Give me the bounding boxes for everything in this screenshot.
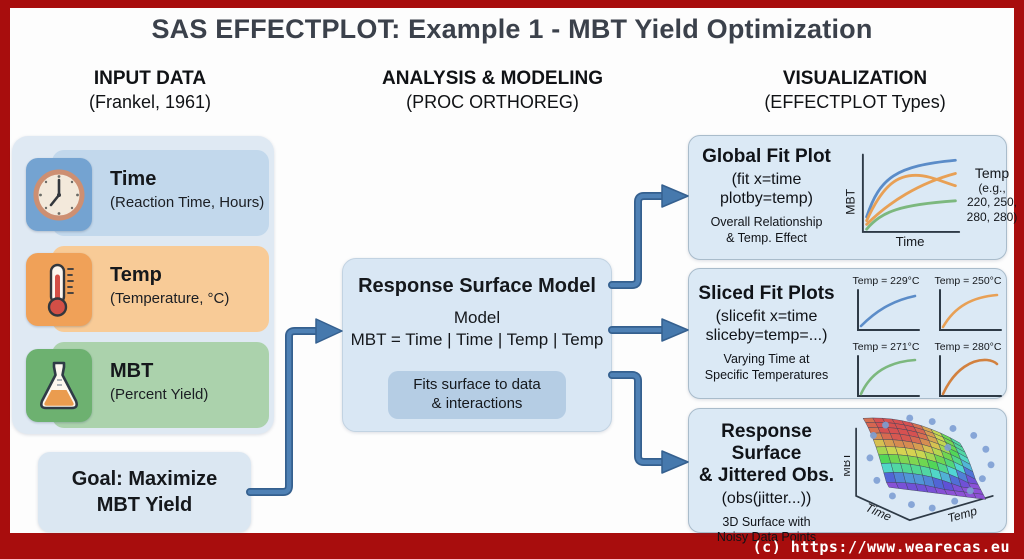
arrowhead-model-to-surface: [661, 450, 689, 474]
legend-title: Temp: [974, 164, 1010, 181]
sliced-fit-plots-box: Sliced Fit Plots (slicefit x=time sliceb…: [688, 268, 1007, 399]
arrowhead-goal-to-model: [315, 318, 343, 344]
column-header-analysis: ANALYSIS & MODELING (PROC ORTHOREG): [345, 68, 640, 113]
input-data-panel: Time (Reaction Time, Hours) Temp (Tem: [12, 136, 274, 434]
time-card-detail: (Reaction Time, Hours): [110, 194, 265, 211]
global-fit-plot-box: Global Fit Plot (fit x=time plotby=temp)…: [688, 135, 1017, 260]
sliced-panel-label: Temp = 229°C: [852, 275, 920, 287]
input-data-subheading: (Frankel, 1961): [88, 92, 212, 112]
sliced-panel-label: Temp = 280°C: [934, 341, 1002, 353]
surface-options: (obs(jitter...)): [721, 489, 812, 507]
surface-xlabel: Time: [863, 500, 893, 524]
temp-card-name: Temp: [110, 264, 162, 286]
sliced-fit-caption: Varying Time at Specific Temperatures: [704, 352, 829, 382]
visualization-subheading: (EFFECTPLOT Types): [764, 92, 946, 112]
input-data-heading: INPUT DATA: [93, 68, 207, 89]
sliced-panel-label: Temp = 250°C: [934, 275, 1002, 287]
arrowhead-model-to-slicedfit: [661, 318, 689, 342]
mbt-card-detail: (Percent Yield): [110, 386, 209, 403]
legend-values: (e.g., 220, 250, 280, 280): [966, 180, 1018, 224]
copyright-url: (c) https://www.wearecas.eu: [752, 538, 1010, 556]
column-header-input-data: INPUT DATA (Frankel, 1961): [10, 68, 290, 113]
surface-3d-chart: MBT Time Temp: [844, 414, 995, 526]
mbt-card-name: MBT: [110, 360, 154, 382]
page-title: SAS EFFECTPLOT: Example 1 - MBT Yield Op…: [151, 14, 873, 44]
global-fit-chart: MBT Time Temp (e.g., 220, 250, 280, 280): [844, 136, 1022, 259]
sliced-fit-title: Sliced Fit Plots: [698, 283, 835, 304]
analysis-subheading: (PROC ORTHOREG): [406, 92, 579, 112]
sliced-panel-250: Temp = 250°C: [930, 275, 1006, 339]
goal-box: Goal: Maximize MBT Yield: [38, 452, 251, 532]
clock-icon: [26, 158, 92, 231]
visualization-heading: VISUALIZATION: [782, 68, 928, 89]
jittered-observations: [866, 414, 995, 512]
sliced-panel-label: Temp = 271°C: [852, 341, 920, 353]
surface-title: Response Surface & Jittered Obs.: [698, 421, 835, 486]
response-surface-box: Response Surface & Jittered Obs. (obs(ji…: [688, 408, 1007, 544]
thermometer-icon: [26, 253, 92, 326]
sliced-panel-229: Temp = 229°C: [848, 275, 924, 339]
surface-mesh: [862, 417, 987, 500]
model-label: Model: [453, 308, 501, 327]
global-fit-ylabel: MBT: [844, 188, 857, 214]
sliced-fit-grid: Temp = 229°C Temp = 250°C Temp = 271°C: [848, 275, 1006, 398]
response-surface-model-box: Response Surface Model Model MBT = Time …: [342, 258, 612, 432]
temp-card-detail: (Temperature, °C): [110, 290, 230, 307]
global-fit-title: Global Fit Plot: [702, 146, 831, 167]
sliced-panel-280: Temp = 280°C: [930, 341, 1006, 405]
column-header-visualization: VISUALIZATION (EFFECTPLOT Types): [710, 68, 1000, 113]
surface-ylabel: Temp: [946, 504, 979, 526]
arrowhead-model-to-globalfit: [661, 184, 689, 208]
global-fit-options: (fit x=time plotby=temp): [720, 170, 813, 208]
global-fit-xlabel: Time: [896, 234, 925, 249]
global-fit-caption: Overall Relationship & Temp. Effect: [710, 215, 823, 245]
model-note: Fits surface to data & interactions: [388, 371, 566, 419]
surface-caption: 3D Surface with Noisy Data Points: [716, 514, 817, 545]
global-fit-legend: Temp (e.g., 220, 250, 280, 280): [962, 165, 1022, 224]
flask-icon: [26, 349, 92, 422]
model-box-title: Response Surface Model: [358, 275, 596, 297]
diagram-canvas: SAS EFFECTPLOT: Example 1 - MBT Yield Op…: [10, 8, 1017, 544]
time-card-name: Time: [110, 168, 157, 190]
model-equation: MBT = Time | Time | Temp | Temp: [350, 330, 604, 349]
surface-zlabel: MBT: [844, 453, 853, 477]
sliced-fit-options: (slicefit x=time sliceby=temp=...): [705, 307, 828, 345]
analysis-heading: ANALYSIS & MODELING: [382, 68, 603, 89]
sliced-panel-271: Temp = 271°C: [848, 341, 924, 405]
